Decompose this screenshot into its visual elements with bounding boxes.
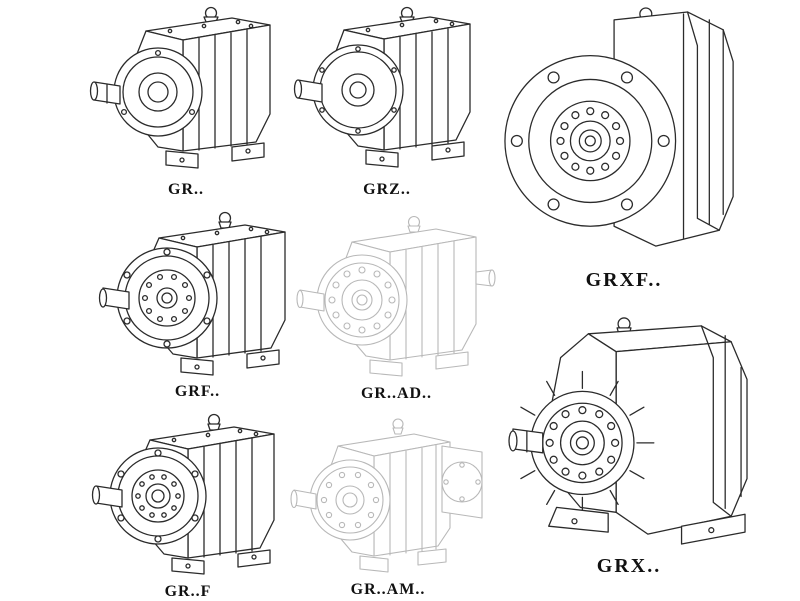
grx-drawing-group [508, 317, 748, 545]
figure-label-grf: GRF.. [174, 383, 221, 400]
gearbox-drawing-grxf [504, 7, 734, 247]
figure-gr-f: GR..F [88, 408, 288, 601]
gearbox-drawing-grz [293, 6, 471, 168]
mounting-feet [548, 506, 746, 545]
motor-adapter-flange [441, 445, 483, 519]
mounting-feet [365, 141, 465, 168]
figure-label-gr-f: GR..F [164, 583, 212, 600]
mounting-feet [369, 351, 469, 377]
mounting-feet [171, 549, 271, 575]
figure-label-grz: GRZ.. [363, 181, 411, 198]
figure-label-grx: GRX.. [596, 555, 662, 577]
front-flange [109, 447, 207, 545]
front-face [309, 459, 391, 541]
mounting-feet [165, 142, 265, 169]
gearbox-drawing-gr-ad [296, 215, 496, 377]
figure-grf: GRF.. [95, 208, 300, 401]
gr-am-drawing-group [290, 418, 483, 573]
gearbox-drawing-gr [89, 6, 271, 169]
front-face [316, 254, 408, 346]
figure-gr-am: GR..AM.. [290, 410, 486, 599]
output-shaft [290, 489, 317, 510]
gr-f-drawing-group [91, 413, 275, 575]
lifting-eyebolt [407, 215, 421, 233]
front-face [312, 44, 404, 136]
figure-label-gr-am: GR..AM.. [350, 581, 426, 598]
front-face [113, 47, 203, 137]
grxf-drawing-group [504, 7, 734, 247]
gr-drawing-group [89, 6, 271, 169]
front-flange [116, 247, 218, 349]
lifting-eyebolt [207, 413, 221, 431]
front-face [530, 390, 635, 496]
figure-grx: GRX.. [496, 312, 762, 578]
mounting-feet [359, 548, 447, 573]
grf-drawing-group [98, 211, 286, 376]
output-shaft [296, 289, 325, 312]
gr-ad-drawing-group [296, 215, 496, 377]
input-adapter-shaft [475, 269, 496, 287]
figure-label-grxf: GRXF.. [585, 269, 663, 291]
figure-gr: GR.. [86, 4, 286, 199]
output-shaft [98, 287, 130, 310]
output-shaft [293, 79, 323, 103]
lifting-eyebolt [392, 418, 404, 435]
figure-grz: GRZ.. [292, 4, 482, 199]
figure-label-gr: GR.. [168, 181, 204, 198]
lifting-eyebolt [218, 211, 232, 229]
gearbox-drawing-gr-am [290, 418, 483, 573]
figure-gr-ad: GR..AD.. [294, 212, 499, 403]
grz-drawing-group [293, 6, 471, 168]
mounting-feet [180, 349, 280, 376]
output-shaft [91, 485, 123, 508]
figure-label-gr-ad: GR..AD.. [360, 385, 433, 402]
gearbox-drawing-grx [508, 317, 748, 545]
output-shaft [508, 428, 544, 454]
output-shaft [89, 81, 121, 105]
gearbox-drawing-gr-f [91, 413, 275, 575]
front-face [549, 100, 631, 182]
figure-grxf: GRXF.. [498, 4, 750, 292]
gearbox-drawing-grf [98, 211, 286, 376]
